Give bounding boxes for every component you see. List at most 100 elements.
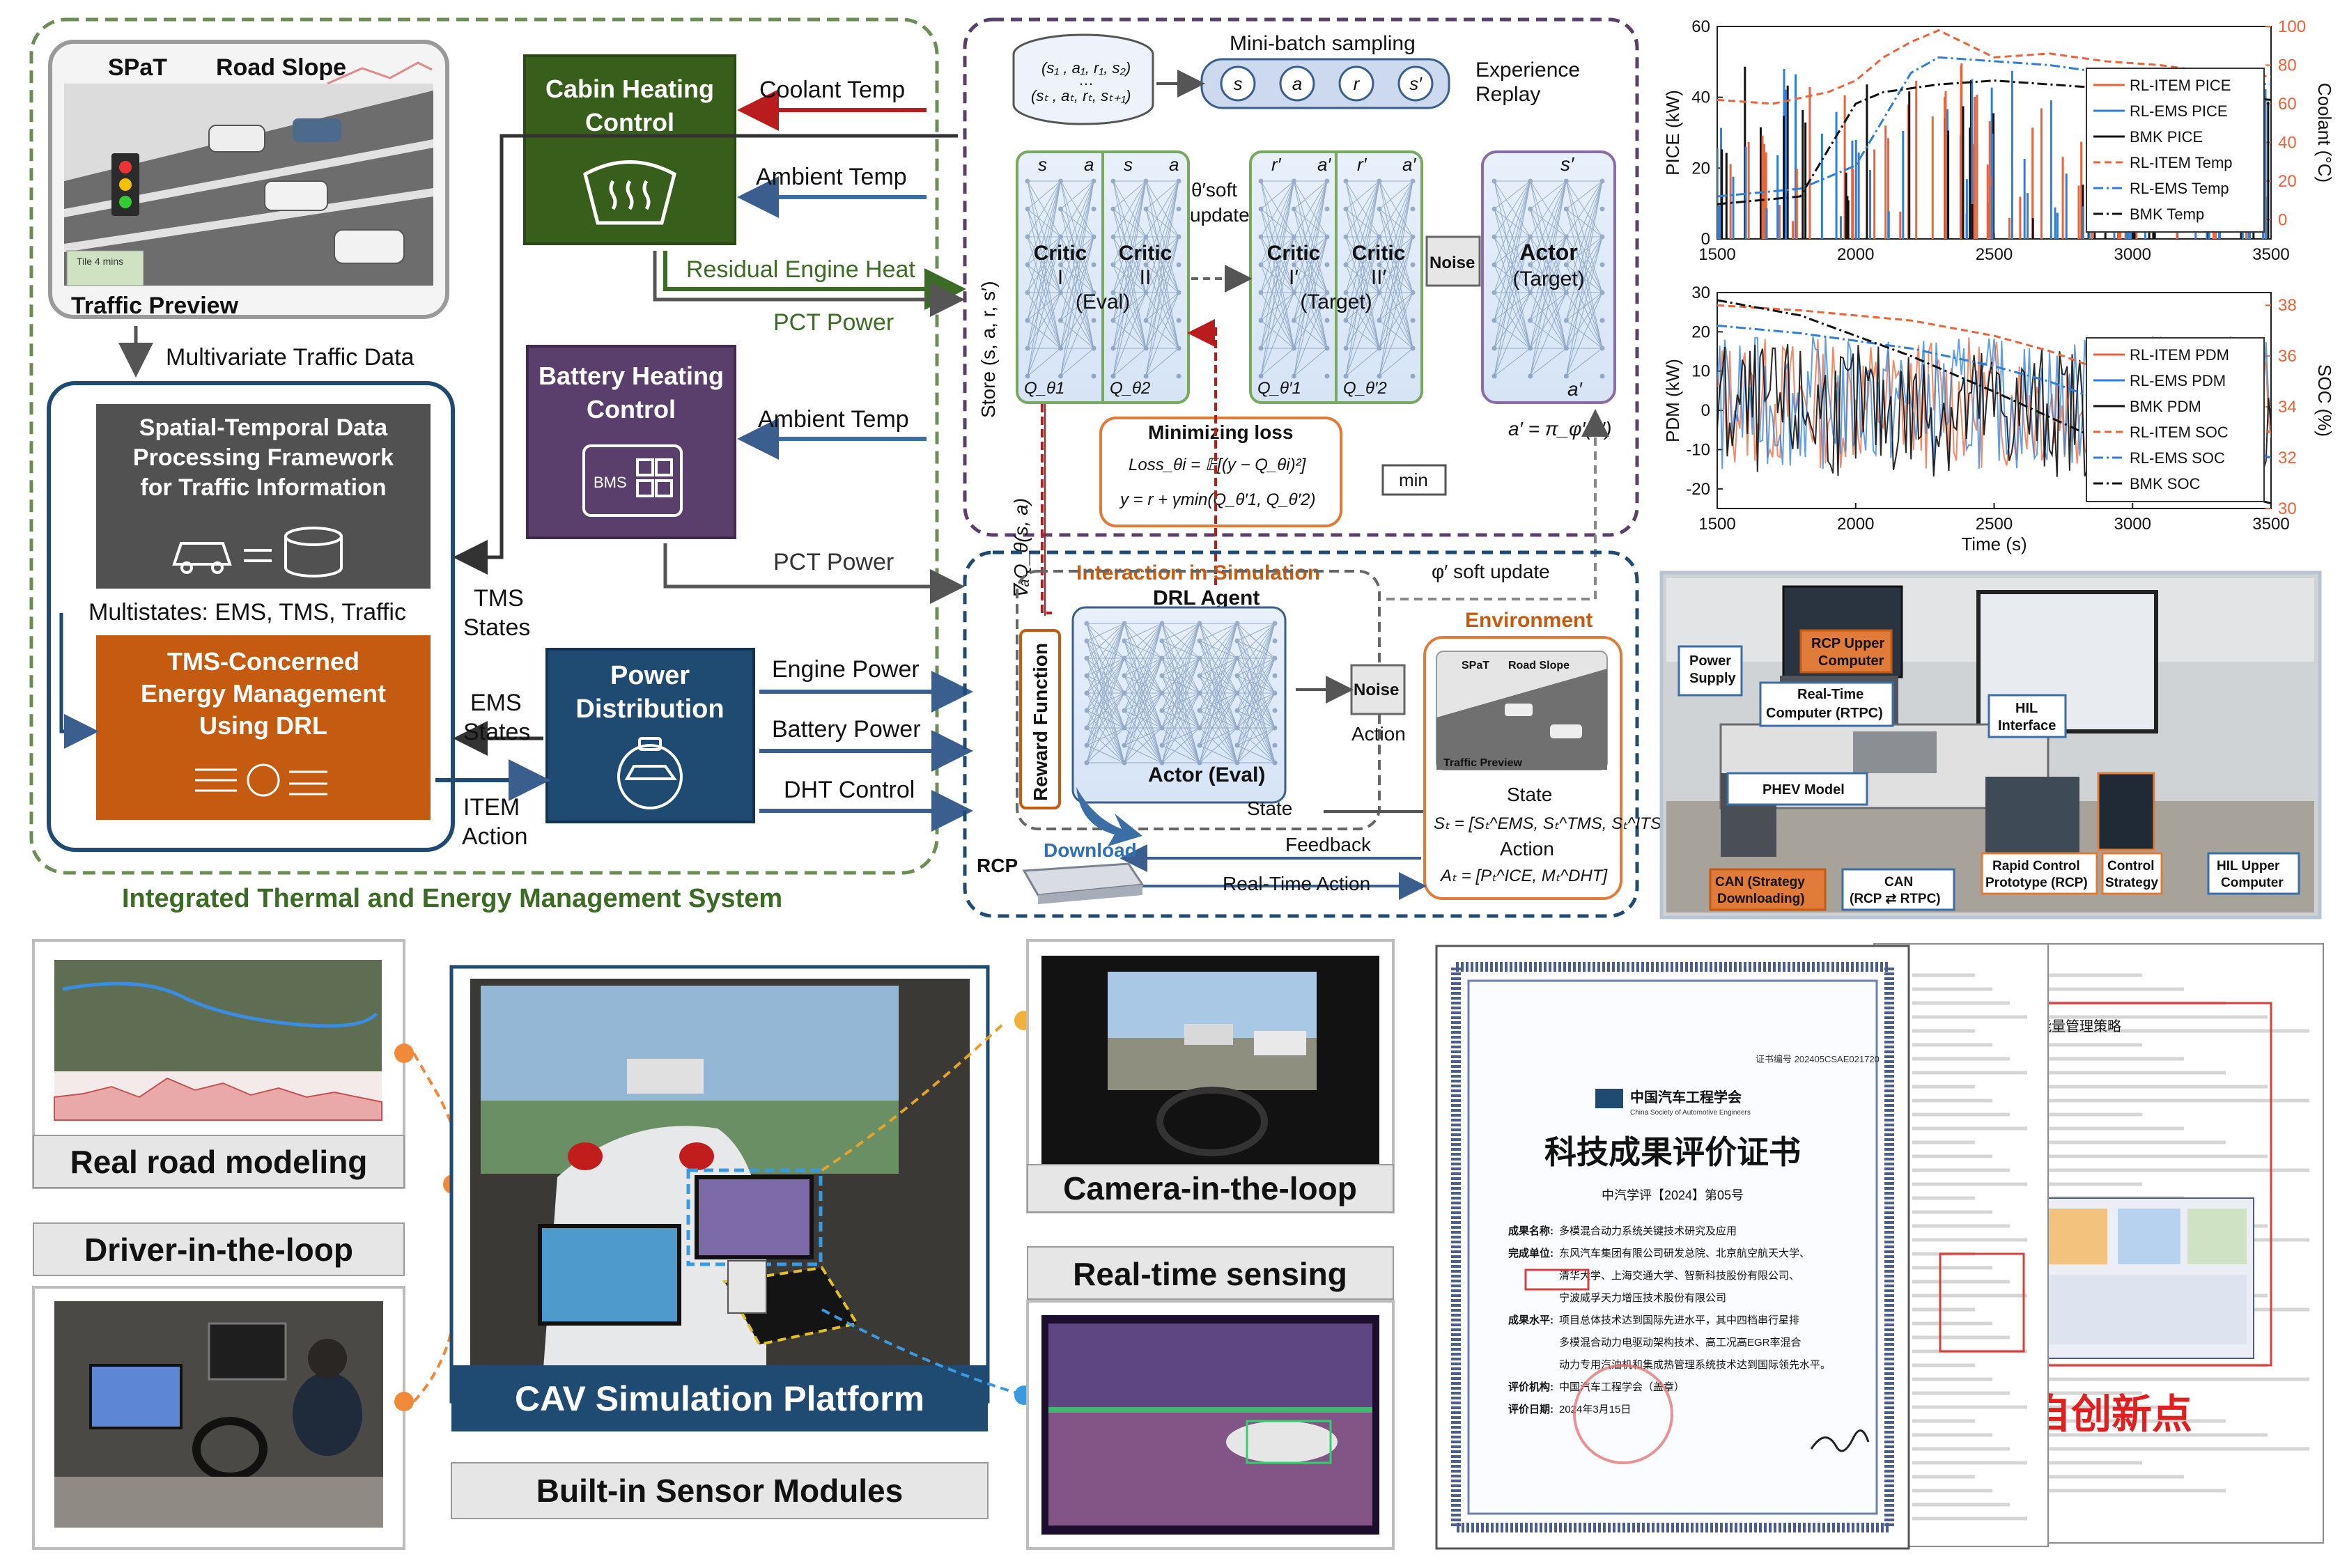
net-edge	[1379, 236, 1413, 293]
item-action-label: ITEM	[463, 794, 520, 821]
hil-can-strategy-1: CAN (Strategy	[1715, 875, 1805, 890]
net-edge	[1199, 727, 1238, 746]
net-edge	[1494, 236, 1531, 349]
net-edge	[1113, 180, 1147, 321]
net-edge	[1294, 236, 1328, 293]
realtime-action-label: Real-Time Action	[1223, 873, 1370, 894]
net-edge	[1124, 658, 1163, 676]
net-edge	[1086, 675, 1125, 694]
net-node	[1176, 373, 1181, 379]
net-edge	[1345, 208, 1380, 293]
net-edge	[1260, 180, 1294, 210]
net-edge	[1345, 180, 1380, 238]
net-edge	[1260, 180, 1294, 293]
net-node	[1025, 178, 1030, 184]
hil-box-can-strategy	[1709, 868, 1827, 911]
cabin-line2: Control	[585, 108, 674, 137]
net-edge	[1237, 692, 1276, 746]
net-node	[1324, 262, 1330, 267]
y2-tick-label: 38	[2278, 296, 2297, 315]
net-edge	[1161, 692, 1200, 763]
net-edge	[1086, 658, 1125, 676]
net-edge	[1161, 623, 1200, 746]
multistates-label: Multistates: EMS, TMS, Traffic	[88, 599, 406, 626]
net-edge	[1161, 658, 1200, 729]
net-edge	[1530, 236, 1567, 349]
net-edge	[1294, 180, 1328, 293]
net-node	[1272, 690, 1278, 696]
net-edge	[1086, 640, 1125, 763]
net-edge	[1237, 675, 1276, 694]
net-edge	[1060, 208, 1094, 349]
driver-caption-box	[33, 1222, 405, 1276]
net-node	[1528, 290, 1533, 295]
net-edge	[1199, 692, 1238, 729]
y-tick-label: 30	[1691, 284, 1710, 302]
net-node	[1599, 178, 1605, 184]
series-line	[1717, 29, 2271, 105]
connector-dot-2	[394, 1392, 414, 1411]
net-node	[1084, 743, 1090, 748]
critic1-sub: (Eval)	[1076, 290, 1130, 313]
net-edge	[1161, 658, 1200, 676]
net-edge	[1124, 623, 1163, 746]
net-node	[1599, 318, 1605, 323]
net-edge	[1237, 640, 1276, 763]
net-node	[1197, 655, 1202, 661]
net-node	[1599, 346, 1605, 351]
net-edge	[1345, 292, 1380, 349]
net-edge	[1060, 292, 1094, 349]
net-node	[1258, 346, 1264, 351]
net-edge	[1086, 623, 1125, 694]
net-edge	[1161, 640, 1200, 729]
net-edge	[1379, 236, 1413, 265]
net-edge	[1027, 208, 1061, 238]
cert-front-border	[1451, 962, 1894, 1532]
net-edge	[1237, 658, 1276, 763]
net-node	[1599, 206, 1605, 212]
net-edge	[1294, 180, 1328, 238]
net-edge	[1086, 727, 1125, 763]
net-node	[1084, 760, 1090, 766]
net-node	[1176, 290, 1181, 295]
net-edge	[1530, 208, 1567, 293]
net-edge	[1113, 236, 1147, 349]
net-edge	[1027, 180, 1061, 293]
hil-box-power	[1677, 645, 1743, 697]
net-edge	[1494, 320, 1531, 349]
net-edge	[1494, 208, 1531, 238]
net-node	[1122, 690, 1127, 696]
net-edge	[1345, 236, 1380, 265]
net-edge	[1494, 180, 1531, 321]
net-edge	[1237, 658, 1276, 763]
net-edge	[1145, 236, 1179, 321]
net-edge	[1260, 348, 1294, 377]
interaction-title: Interaction in Simulation	[1076, 561, 1320, 584]
cert-title: 科技成果评价证书	[1544, 1134, 1801, 1170]
cert-row-key: 完成单位:	[1508, 1247, 1553, 1259]
actor-target-input: s′	[1560, 153, 1575, 175]
net-edge	[1199, 658, 1238, 711]
net-edge	[1199, 745, 1238, 763]
a-prime-label: a′	[1567, 378, 1583, 400]
net-node	[1343, 234, 1349, 240]
net-edge	[1530, 180, 1567, 238]
net-edge	[1565, 180, 1603, 349]
pct-power-label-1: PCT Power	[773, 309, 894, 336]
net-edge	[1124, 658, 1163, 711]
net-edge	[1199, 692, 1238, 729]
net-lines	[1025, 178, 1605, 379]
critic1t-roman: I′	[1289, 266, 1299, 289]
net-edge	[1565, 236, 1603, 293]
net-edge	[1124, 623, 1163, 763]
net-node	[1272, 708, 1278, 713]
net-edge	[1530, 236, 1567, 293]
net-node	[1025, 206, 1030, 212]
net-edge	[1379, 180, 1413, 238]
y2-axis-label: Coolant (°C)	[2314, 83, 2335, 183]
net-edge	[1161, 692, 1200, 729]
ems-states-label: EMS	[470, 690, 522, 716]
cert-row-key: 评价日期:	[1508, 1403, 1553, 1415]
hil-upper-2: Computer	[2221, 876, 2284, 890]
net-edge	[1145, 180, 1179, 349]
